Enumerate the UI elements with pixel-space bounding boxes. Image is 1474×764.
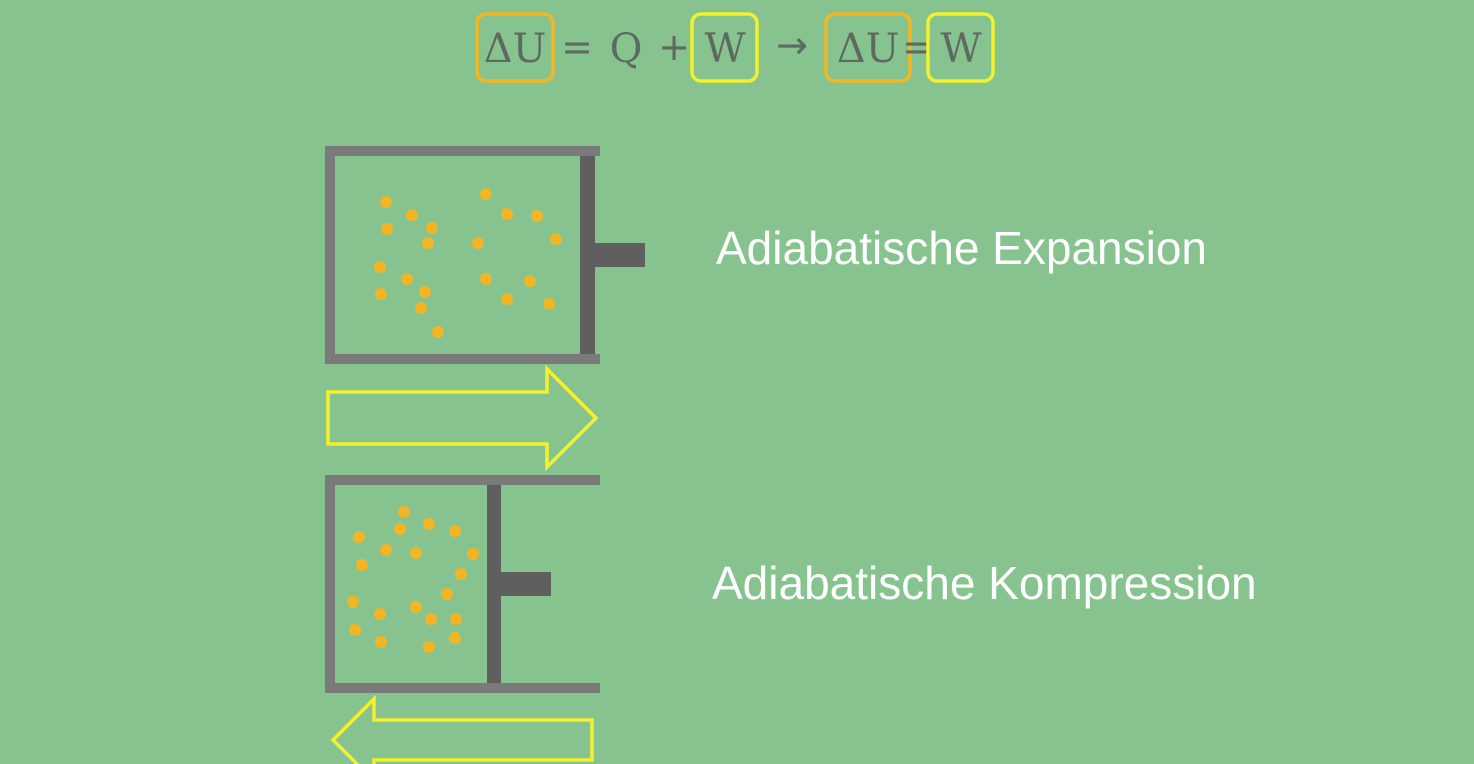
gas-particle <box>375 288 387 300</box>
expansion-label: Adiabatische Expansion <box>716 222 1207 274</box>
gas-particle <box>449 525 461 537</box>
formula-delta-u: ΔU <box>484 26 547 72</box>
gas-particle <box>524 275 536 287</box>
gas-particle <box>423 518 435 530</box>
gas-particle <box>419 286 431 298</box>
gas-particle <box>410 601 422 613</box>
piston-rod <box>595 243 645 267</box>
formula-w: W <box>704 26 745 72</box>
gas-particle <box>406 209 418 221</box>
gas-particle <box>356 559 368 571</box>
piston <box>580 156 645 354</box>
gas-particle <box>381 223 393 235</box>
cylinder-top-wall <box>325 475 600 485</box>
cylinder-left-wall <box>325 146 335 364</box>
first-law-formula: ΔU = Q + W → ΔU = W <box>475 12 995 83</box>
gas-particle <box>472 237 484 249</box>
gas-particle <box>347 596 359 608</box>
gas-particles <box>347 506 479 653</box>
compression-arrow-icon <box>330 694 594 764</box>
gas-particle <box>501 293 513 305</box>
piston-rod <box>501 572 551 596</box>
gas-particle <box>450 613 462 625</box>
expansion-cylinder <box>325 146 645 364</box>
gas-particle <box>375 636 387 648</box>
formula-result-delta-u: ΔU <box>837 26 900 72</box>
cylinder-bottom-wall <box>325 354 600 364</box>
gas-particle <box>349 624 361 636</box>
work-result-highlight-box <box>926 12 995 83</box>
gas-particle <box>422 237 434 249</box>
gas-particle <box>415 302 427 314</box>
formula-arrow: → <box>776 23 808 67</box>
gas-particle <box>449 632 461 644</box>
piston <box>487 485 551 683</box>
gas-particle <box>394 523 406 535</box>
gas-particle <box>426 222 438 234</box>
gas-particle <box>374 608 386 620</box>
gas-particle <box>398 506 410 518</box>
gas-particle <box>425 613 437 625</box>
formula-plus: + <box>658 25 690 69</box>
gas-particle <box>380 544 392 556</box>
compression-label: Adiabatische Kompression <box>712 557 1257 609</box>
gas-particles <box>374 188 562 338</box>
delta-u-highlight-box <box>475 12 555 83</box>
gas-particle <box>401 273 413 285</box>
formula-result-w: W <box>940 26 981 72</box>
gas-particle <box>374 261 386 273</box>
compression-cylinder <box>325 475 600 693</box>
delta-u-result-highlight-box <box>824 12 912 83</box>
gas-particle <box>380 196 392 208</box>
cylinder-top-wall <box>325 146 600 156</box>
formula-equals: = <box>561 25 593 69</box>
gas-particle <box>480 188 492 200</box>
expansion-arrow-icon <box>326 364 599 472</box>
gas-particle <box>410 547 422 559</box>
gas-particle <box>531 210 543 222</box>
gas-particle <box>441 588 453 600</box>
gas-particle <box>550 233 562 245</box>
gas-particle <box>467 548 479 560</box>
cylinder-left-wall <box>325 475 335 693</box>
gas-particle <box>423 641 435 653</box>
formula-q: Q <box>610 26 643 72</box>
gas-particle <box>501 208 513 220</box>
piston-head <box>580 156 595 354</box>
cylinder-bottom-wall <box>325 683 600 693</box>
piston-head <box>487 485 501 683</box>
gas-particle <box>480 273 492 285</box>
gas-particle <box>432 326 444 338</box>
work-highlight-box <box>690 12 759 83</box>
gas-particle <box>543 298 555 310</box>
gas-particle <box>353 531 365 543</box>
gas-particle <box>455 568 467 580</box>
